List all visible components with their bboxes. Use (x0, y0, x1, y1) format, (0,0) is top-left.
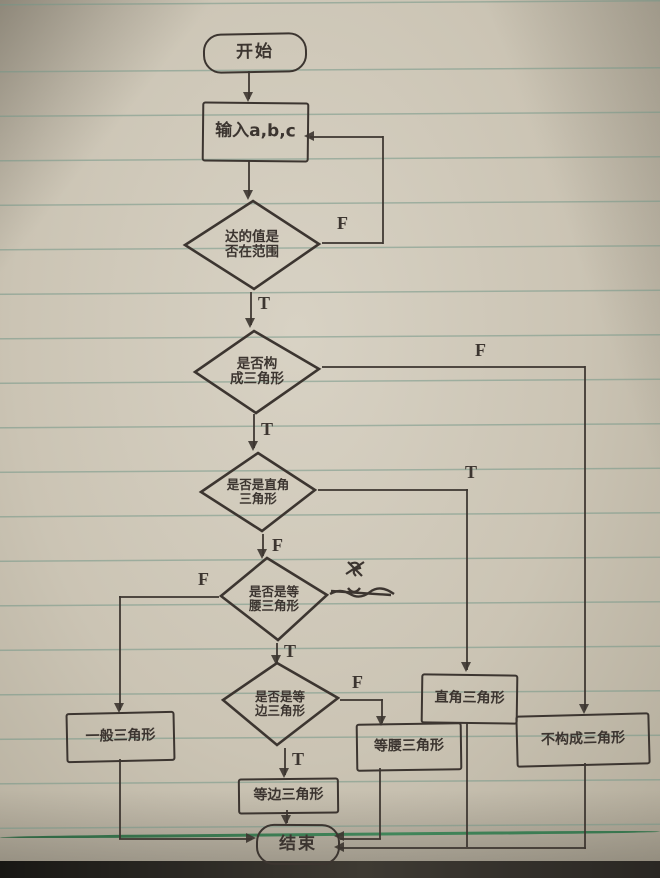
arrowhead (281, 815, 291, 825)
start-label: 开始 (235, 42, 275, 63)
result-no-triangle: 不构成三角形 (515, 712, 651, 768)
arrowhead (334, 842, 344, 852)
edge-general-v (119, 759, 121, 839)
end-label: 结束 (278, 833, 318, 855)
arrowhead (376, 716, 386, 726)
edge-d2-false-h (322, 366, 585, 368)
edge-d4-false-v (119, 596, 121, 710)
edge-right-v (466, 723, 468, 847)
decision-isosceles-triangle: 是否是等 腰三角形 (218, 555, 330, 643)
arrowhead (243, 190, 253, 200)
result-general-triangle: 一般三角形 (65, 710, 176, 764)
decision-forms-label: 是否构 成三角形 (230, 355, 284, 387)
decision-forms-triangle: 是否构 成三角形 (192, 328, 322, 416)
edge-d1-false-h (322, 242, 383, 244)
branch-label-d3-false: F (272, 535, 283, 555)
arrowhead (271, 655, 281, 665)
edge-d5-false-h (340, 699, 383, 701)
edge-d1-d2 (250, 292, 252, 325)
branch-label-d1-true: T (258, 293, 271, 313)
arrowhead (246, 833, 256, 843)
crossed-out-branch-scribble (329, 561, 395, 598)
branch-label-d1-false: F (337, 213, 348, 233)
edge-start-input (248, 71, 250, 99)
edge-d1-false-return (310, 136, 383, 138)
diamond-outline (198, 451, 318, 533)
arrowhead (243, 92, 253, 102)
arrowhead (114, 703, 124, 713)
edge-d4-false-h (119, 596, 219, 598)
arrowhead (257, 549, 267, 559)
decision-right-label: 是否是直角 三角形 (226, 477, 290, 506)
edge-d4-d5 (276, 643, 278, 662)
edge-d3-true-h (318, 489, 468, 491)
decision-equilateral-triangle: 是否是等 边三角形 (220, 660, 340, 748)
paper-bottom-edge (0, 861, 660, 878)
input-label: 输入a,b,c (215, 121, 296, 142)
edge-d1-false-v (382, 136, 384, 244)
branch-label-d3-true: T (465, 462, 478, 482)
decision-isosceles-label: 是否是等 腰三角形 (248, 584, 299, 613)
edge-general-h (119, 838, 252, 840)
diamond-outline (182, 199, 322, 291)
result-isosceles-triangle: 等腰三角形 (355, 722, 463, 772)
arrowhead (579, 704, 589, 714)
edge-d2-false-v (584, 366, 586, 710)
branch-label-d5-false: F (352, 672, 363, 692)
result-equilateral-triangle: 等边三角形 (237, 777, 340, 815)
edge-iso-h (340, 838, 381, 840)
arrowhead (304, 131, 314, 141)
decision-range-label: 达的值是 否在范围 (225, 228, 279, 260)
arrowhead (248, 441, 258, 451)
branch-label-d4-true: T (284, 641, 297, 661)
arrowhead (279, 768, 289, 778)
edge-d3-d4 (262, 534, 264, 556)
branch-label-d2-true: T (261, 419, 274, 439)
result-right-triangle: 直角三角形 (420, 673, 519, 725)
edge-d3-true-v (466, 489, 468, 670)
input-node: 输入a,b,c (201, 101, 310, 163)
edge-d5-eq (284, 748, 286, 775)
start-node: 开始 (202, 32, 308, 74)
diamond-outline (220, 661, 340, 747)
decision-equilateral-label: 是否是等 边三角形 (254, 689, 305, 718)
arrowhead (334, 831, 344, 841)
decision-right-triangle: 是否是直角 三角形 (198, 450, 318, 534)
arrowhead (461, 662, 471, 672)
branch-label-d5-true: T (292, 749, 305, 769)
decision-range-check: 达的值是 否在范围 (182, 198, 322, 292)
diamond-outline (218, 556, 330, 642)
arrowhead (245, 318, 255, 328)
edge-input-d1 (248, 160, 250, 196)
edge-d5-false-v (381, 699, 383, 723)
edge-d2-d3 (253, 414, 255, 448)
branch-label-d4-false: F (198, 569, 209, 589)
diamond-outline (192, 329, 322, 415)
edge-bottom-merge-h (340, 847, 586, 849)
edge-iso-v (379, 768, 381, 839)
end-node: 结束 (255, 823, 341, 866)
branch-label-d2-false: F (475, 340, 486, 360)
edge-notri-v (584, 763, 586, 849)
